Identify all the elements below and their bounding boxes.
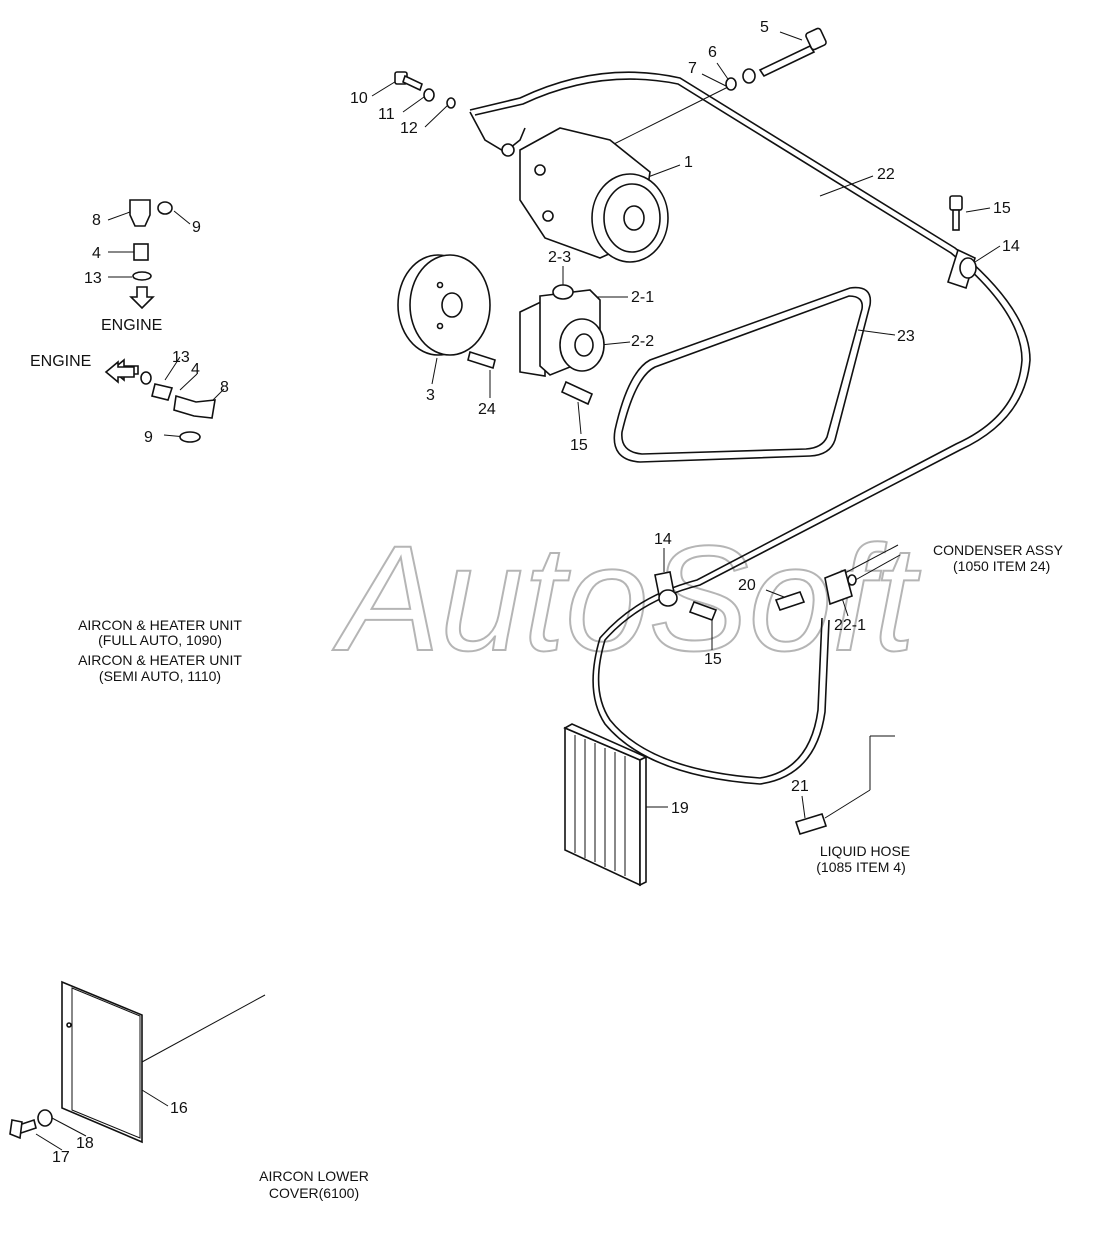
- note-condenser-2: (1050 ITEM 24): [953, 558, 1050, 574]
- callout-3: 3: [426, 387, 435, 404]
- callout-22-1: 22-1: [834, 617, 866, 634]
- note-engine-left: ENGINE: [30, 353, 91, 370]
- callout-2-3: 2-3: [548, 249, 571, 266]
- callout-20: 20: [738, 577, 756, 594]
- washer-6: [742, 68, 756, 84]
- callout-13a: 13: [84, 270, 102, 287]
- callout-1: 1: [684, 154, 693, 171]
- bolt-5: [758, 27, 827, 78]
- callout-9b: 9: [144, 429, 153, 446]
- note-engine-top: ENGINE: [101, 317, 162, 334]
- bolt-21: [794, 813, 828, 835]
- note-aircon-4: (SEMI AUTO, 1110): [99, 668, 221, 684]
- bolt-15-top: [949, 195, 963, 231]
- callout-2-1: 2-1: [631, 289, 654, 306]
- bolt-15-lower: [688, 600, 718, 622]
- callout-17: 17: [52, 1149, 70, 1166]
- notes: ENGINE ENGINE CONDENSER ASSY (1050 ITEM …: [30, 317, 1064, 1201]
- arrow-engine-left: [104, 360, 135, 384]
- callout-15a: 15: [993, 200, 1011, 217]
- callout-6: 6: [708, 44, 717, 61]
- callout-13b: 13: [172, 349, 190, 366]
- callout-23: 23: [897, 328, 915, 345]
- note-liquid-2: (1085 ITEM 4): [816, 859, 905, 875]
- callout-8b: 8: [220, 379, 229, 396]
- callout-4a: 4: [92, 245, 101, 262]
- tensioner: [519, 284, 605, 377]
- filter-19: [563, 723, 648, 887]
- clamp-14-lower: [654, 571, 678, 607]
- compressor: [469, 111, 669, 263]
- callout-4b: 4: [191, 361, 200, 378]
- callout-11: 11: [378, 106, 395, 123]
- note-liquid-1: LIQUID HOSE: [820, 843, 910, 859]
- note-aircon-2: (FULL AUTO, 1090): [98, 632, 222, 648]
- callout-14a: 14: [1002, 238, 1020, 255]
- callout-15c: 15: [704, 651, 722, 668]
- fitting-22-1: [824, 568, 857, 606]
- callout-8a: 8: [92, 212, 101, 229]
- phantom-lines: [141, 544, 901, 1063]
- callout-9a: 9: [192, 219, 201, 236]
- bolt-10: [394, 71, 423, 92]
- callout-18: 18: [76, 1135, 94, 1152]
- callout-14b: 14: [654, 531, 672, 548]
- lower-cover-16: [61, 980, 143, 1144]
- note-cover-2: COVER(6100): [269, 1185, 359, 1201]
- note-condenser-1: CONDENSER ASSY: [933, 542, 1064, 558]
- callout-12: 12: [400, 120, 418, 137]
- clamp-14-top: [947, 248, 977, 290]
- washer-11: [423, 88, 435, 102]
- callout-10: 10: [350, 90, 368, 107]
- note-aircon-1: AIRCON & HEATER UNIT: [78, 617, 242, 633]
- callouts: 5 6 7 10 11 12 1 22 15 14 8 9 4 13 2-3 2…: [52, 19, 1020, 1166]
- callout-2-2: 2-2: [631, 333, 654, 350]
- note-aircon-3: AIRCON & HEATER UNIT: [78, 652, 242, 668]
- callout-15b: 15: [570, 437, 588, 454]
- bolt-20: [774, 591, 806, 611]
- washer-18: [37, 1109, 53, 1127]
- callout-24: 24: [478, 401, 496, 418]
- callout-16: 16: [170, 1100, 188, 1117]
- screw-17: [9, 1118, 37, 1140]
- bolt-15-mid: [560, 380, 594, 406]
- washer-12: [446, 97, 456, 109]
- drive-belt-23: [613, 286, 872, 463]
- drain-upper: [129, 199, 173, 310]
- callout-19: 19: [671, 800, 689, 817]
- pulley-3: [397, 254, 491, 356]
- note-cover-1: AIRCON LOWER: [259, 1168, 369, 1184]
- callout-5: 5: [760, 19, 769, 36]
- bolt-24: [467, 350, 496, 370]
- callout-7: 7: [688, 60, 697, 77]
- callout-21: 21: [791, 778, 809, 795]
- watermark: AutoSoft: [332, 514, 921, 682]
- callout-22: 22: [877, 166, 895, 183]
- washer-7: [725, 77, 737, 91]
